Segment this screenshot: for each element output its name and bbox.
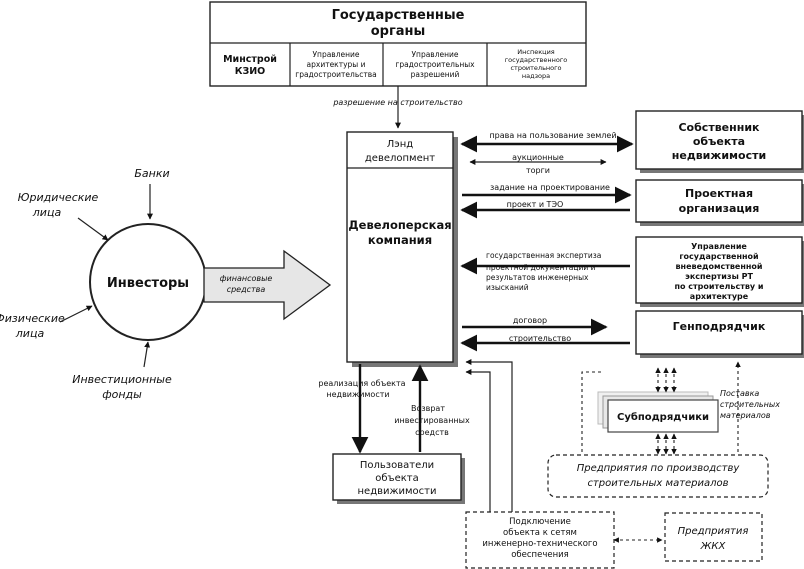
government-bodies-box: Государственные органы Минстрой КЗИО Упр…	[209, 1, 587, 87]
auction-label: аукционные	[512, 153, 564, 162]
design-organization-label: организация	[679, 202, 760, 215]
expertise-label: по строительству и	[674, 282, 763, 291]
legal-entities-label: Юридические	[18, 191, 99, 204]
return-investment-label: Возврат	[411, 404, 445, 413]
expertise-arrow-label: изысканий	[486, 283, 529, 292]
subcontractors-box: Субподрядчики	[597, 391, 719, 433]
gov-permits-label: градостроительных	[395, 60, 475, 69]
design-project-label: проект и ТЭО	[507, 200, 564, 209]
expertise-box: Управление государственной вневедомствен…	[635, 236, 804, 307]
sale-label: недвижимости	[326, 390, 389, 399]
investment-funds-arrow	[143, 341, 151, 368]
materials-supply-label: материалов	[720, 411, 771, 420]
expertise-label: государственной	[679, 252, 758, 261]
owner-label: объекта	[693, 135, 745, 148]
financial-funds-label: финансовые	[220, 274, 273, 283]
utilities-label: обеспечения	[511, 550, 569, 560]
gov-permits-label: разрешений	[411, 70, 460, 79]
individuals-label: лица	[15, 327, 45, 340]
property-users-box: Пользователи объекта недвижимости	[332, 453, 465, 504]
materials-supply-label: строительных	[720, 400, 780, 409]
gov-ministry-label: Минстрой	[223, 54, 277, 65]
general-contractor-label: Генподрядчик	[673, 320, 766, 333]
utilities-label: инженерно-технического	[482, 539, 597, 549]
construction-label: строительство	[509, 334, 571, 343]
contract-label: договор	[513, 316, 547, 325]
property-users-label: Пользователи	[360, 460, 434, 471]
housing-enterprises-label: Предприятия	[678, 526, 749, 537]
materials-supply-label: Поставка	[720, 389, 759, 398]
general-contractor-box: Генподрядчик	[635, 310, 804, 358]
utilities-return-arrow	[465, 369, 491, 512]
legal-entities-label: лица	[32, 206, 62, 219]
gov-architecture-label: архитектуры и	[307, 60, 366, 69]
gov-ministry-label: КЗИО	[235, 66, 266, 77]
property-users-label: недвижимости	[358, 486, 437, 497]
land-rights-label: права на пользование землей	[489, 131, 616, 140]
utilities-box: Подключение объекта к сетям инженерно-те…	[465, 511, 615, 569]
materials-producers-box: Предприятия по производству строительных…	[547, 454, 769, 498]
return-investment-label: инвестированных	[394, 416, 470, 425]
expertise-label: вневедомственной	[675, 262, 762, 271]
return-investment-label: средств	[415, 428, 449, 437]
gov-title: Государственные	[332, 8, 465, 23]
land-development-label: девелопмент	[365, 153, 435, 164]
individuals-arrow	[59, 305, 93, 323]
investment-funds-label: фонды	[102, 388, 142, 401]
owner-label: недвижимости	[672, 149, 766, 162]
owner-box: Собственник объекта недвижимости	[635, 110, 804, 173]
gov-architecture-label: Управление	[312, 50, 359, 59]
utilities-arrow	[465, 359, 513, 512]
expertise-arrow-label: результатов инженерных	[486, 273, 589, 282]
land-development-label: Лэнд	[387, 139, 414, 150]
expertise-arrow-label: государственная экспертиза	[486, 251, 601, 260]
developer-company-label: компания	[368, 233, 432, 247]
gov-inspection-label: Инспекция	[517, 48, 555, 56]
materials-producers-label: строительных материалов	[587, 478, 728, 489]
gov-inspection-label: строительного	[510, 64, 561, 72]
permit-arrow-label: разрешение на строительство	[332, 98, 462, 107]
expertise-label: экспертизы РТ	[685, 272, 753, 281]
design-task-label: задание на проектирование	[490, 183, 610, 192]
utilities-label: объекта к сетям	[503, 528, 577, 538]
investment-funds-label: Инвестиционные	[72, 373, 172, 386]
expertise-label: архитектуре	[690, 292, 749, 301]
design-organization-box: Проектная организация	[635, 179, 804, 226]
sale-label: реализация объекта	[318, 379, 405, 388]
individuals-label: Физические	[0, 312, 65, 325]
owner-label: Собственник	[678, 121, 760, 134]
investors-label: Инвесторы	[107, 276, 189, 291]
expertise-label: Управление	[691, 242, 747, 251]
housing-enterprises-label: ЖКХ	[700, 541, 727, 552]
auction-label: торги	[526, 166, 550, 175]
gov-title: органы	[371, 24, 426, 39]
financial-funds-label: средства	[227, 285, 266, 294]
financial-funds-arrow	[203, 249, 332, 321]
legal-entities-arrow	[77, 217, 109, 241]
developer-company-box: Лэнд девелопмент Девелоперская компания	[346, 131, 458, 367]
design-organization-label: Проектная	[685, 187, 753, 200]
housing-enterprises-box: Предприятия ЖКХ	[664, 512, 763, 562]
gov-permits-label: Управление	[411, 50, 458, 59]
gov-inspection-label: государственного	[505, 56, 567, 64]
expertise-arrow-label: проектной документации и	[486, 263, 596, 272]
gov-architecture-label: градостроительства	[295, 70, 377, 79]
utilities-label: Подключение	[509, 517, 571, 527]
banks-label: Банки	[134, 167, 169, 180]
materials-producers-label: Предприятия по производству	[577, 463, 741, 474]
gov-inspection-label: надзора	[522, 72, 550, 80]
materials-link-line	[581, 371, 602, 458]
subcontractors-label: Субподрядчики	[617, 411, 709, 423]
property-users-label: объекта	[375, 473, 419, 484]
developer-company-label: Девелоперская	[348, 218, 451, 232]
